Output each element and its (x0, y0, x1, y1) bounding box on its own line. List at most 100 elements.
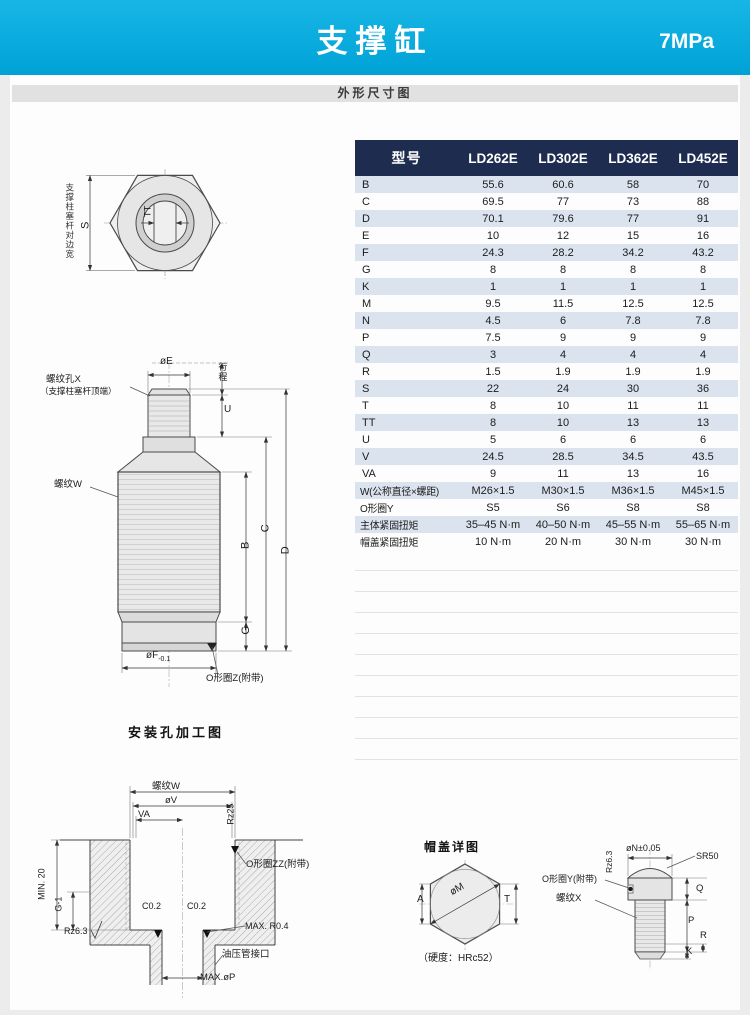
cell-value: S8 (696, 501, 710, 514)
cell-value: 43.2 (668, 244, 738, 261)
thread-hole-x-label: 螺纹孔X (46, 374, 81, 385)
cell-value: 1 (528, 278, 598, 295)
row-label: V (355, 448, 458, 465)
mount-thread-w-label: 螺纹W (152, 781, 180, 792)
row-label: M (362, 297, 372, 310)
dim-of-tolerance: -0.1 (158, 656, 171, 663)
cell-value: 11 (557, 467, 569, 480)
cell-value: 70 (668, 176, 738, 193)
row-label: G (362, 263, 371, 276)
cell-value: 9 (489, 467, 497, 480)
cell-value: 1.9 (625, 365, 641, 378)
cell-value: 77 (556, 195, 570, 208)
cell-value: 9 (629, 331, 637, 344)
page-title: 支撑缸 (316, 24, 434, 59)
cell-value: 79.6 (528, 210, 598, 227)
dim-label-q: Q (696, 883, 704, 894)
cell-value: M45×1.5 (668, 482, 738, 499)
cell-value: 77 (598, 210, 668, 227)
dim-label-oe: øE (160, 356, 173, 367)
g1-label: G-1 (53, 896, 64, 912)
cell-value: 6 (629, 433, 637, 446)
row-label: B (355, 176, 458, 193)
cell-value: 22 (458, 380, 528, 397)
hardness-note: （硬度：HRc52） (418, 953, 499, 964)
cell-value: 1 (668, 278, 738, 295)
rz63-cap-label: Rz6.3 (604, 850, 615, 873)
cell-value: 34.2 (598, 244, 668, 261)
cell-value: 16 (696, 467, 710, 480)
rz63-label: Rz6.3 (64, 926, 88, 936)
model-header-cell: 型号 (355, 140, 458, 176)
cell-value: 4.5 (458, 312, 528, 329)
cell-value: 15 (626, 229, 640, 242)
cell-value: 12.5 (622, 297, 644, 310)
cell-value: 24.3 (458, 244, 528, 261)
row-label: TT (355, 414, 458, 431)
cell-value: 1.9 (695, 365, 711, 378)
cell-value: 13 (668, 414, 738, 431)
row-label: Q (355, 346, 458, 363)
cell-value: 10 (528, 414, 598, 431)
dim-label-va: VA (138, 809, 150, 820)
mounting-title: 安装孔加工图 (128, 725, 225, 740)
row-label: 主体紧固扭矩 (355, 516, 458, 533)
dim-label-u: U (224, 404, 232, 415)
cell-value: 69.5 (482, 195, 504, 208)
row-label: N (355, 312, 458, 329)
section-bar: 外形尺寸图 (12, 85, 738, 102)
cell-value: 8 (629, 263, 637, 276)
cell-value: 7.8 (598, 312, 668, 329)
model-column-header: LD302E (528, 140, 598, 176)
cell-value: 60.6 (528, 176, 598, 193)
cell-value: 11 (627, 399, 639, 412)
dim-label-of: øF-0.1 (146, 650, 170, 664)
cell-value: S6 (556, 501, 570, 514)
min20-label: MIN. 20 (36, 868, 47, 900)
dim-label-tt: TT (142, 205, 154, 218)
row-label: S (355, 380, 458, 397)
model-column-header: LD262E (458, 140, 528, 176)
row-label: P (362, 331, 370, 344)
cell-value: 5 (489, 433, 497, 446)
thread-x-label: 螺纹X (556, 893, 582, 904)
cell-value: 30 N·m (614, 535, 652, 548)
cell-value: 6 (559, 433, 567, 446)
row-label: F (355, 244, 458, 261)
side-view-drawing (89, 361, 292, 687)
cell-value: 1.5 (485, 365, 501, 378)
top-view-drawing (86, 169, 227, 279)
thread-hole-x-note: （支撑柱塞杆顶端） (40, 386, 117, 396)
cell-value: 16 (696, 229, 710, 242)
cell-value: S5 (486, 501, 500, 514)
dim-label-b: B (239, 541, 252, 549)
cell-value: 13 (598, 414, 668, 431)
cell-value: 6 (528, 312, 598, 329)
max-r04-label: MAX. R0.4 (245, 921, 289, 931)
cell-value: 9 (559, 331, 567, 344)
cell-value: 1.9 (555, 365, 571, 378)
cell-value: 9.5 (485, 297, 501, 310)
dim-label-p: P (688, 915, 695, 926)
row-label: C (362, 195, 370, 208)
cell-value: 24 (528, 380, 598, 397)
cell-value: 13 (626, 467, 640, 480)
sr50-label: SR50 (696, 851, 719, 861)
row-label: 帽盖紧固扭矩 (360, 538, 419, 549)
oring-z-label: O形圈Z(附带) (206, 673, 264, 684)
cell-value: 11.5 (552, 297, 574, 310)
cell-value: 30 (598, 380, 668, 397)
cell-value: 35–45 N·m (458, 516, 528, 533)
header-band: 支撑缸 7MPa (0, 0, 750, 75)
